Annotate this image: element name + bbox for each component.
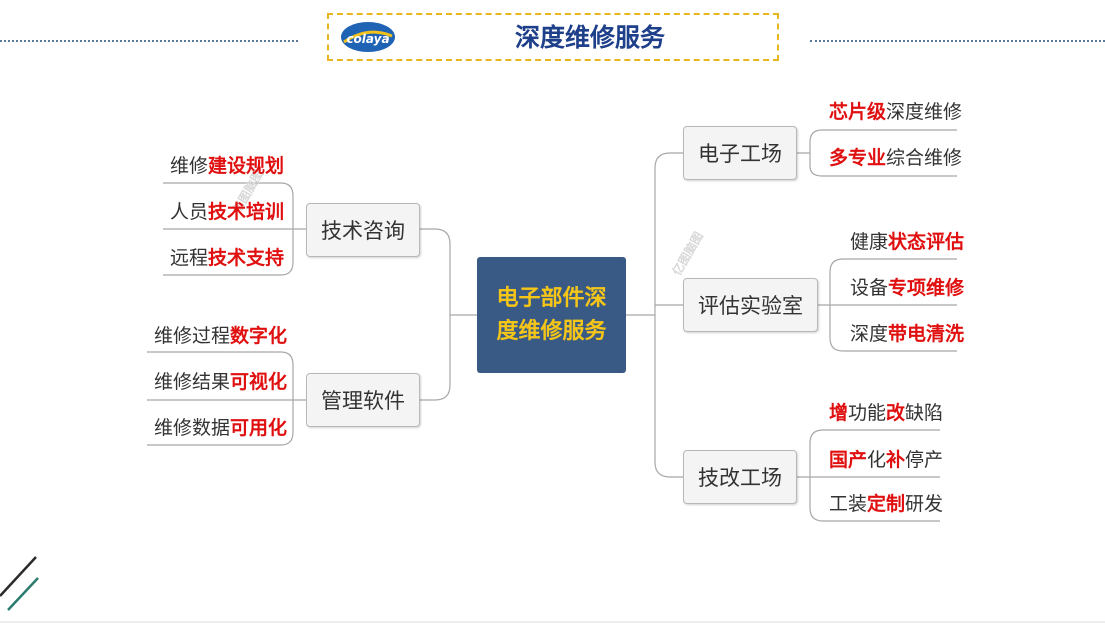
branch-evaluation-lab[interactable]: 评估实验室 — [683, 278, 818, 332]
leaf-process-digitization[interactable]: 维修过程数字化 — [154, 325, 288, 347]
logo-text: colaya — [346, 32, 389, 46]
leaf-health-assessment[interactable]: 健康状态评估 — [850, 231, 965, 253]
leaf-live-cleaning[interactable]: 深度带电清洗 — [850, 323, 965, 345]
leaf-chip-level-repair[interactable]: 芯片级深度维修 — [829, 101, 963, 123]
branch-management-software[interactable]: 管理软件 — [306, 373, 420, 427]
branch-electronics-workshop[interactable]: 电子工场 — [683, 126, 797, 180]
leaf-data-usability[interactable]: 维修数据可用化 — [154, 417, 288, 439]
root-label-line2: 度维修服务 — [496, 319, 607, 344]
branch-technical-modification-workshop[interactable]: 技改工场 — [683, 450, 797, 504]
leaf-localization[interactable]: 国产化补停产 — [829, 449, 944, 471]
header-frame — [327, 13, 779, 61]
root-node[interactable]: 电子部件深 度维修服务 — [477, 257, 626, 373]
leaf-staff-training[interactable]: 人员技术培训 — [170, 201, 285, 223]
header-right-dotted-line — [810, 40, 1105, 42]
page-title: 深度维修服务 — [514, 23, 665, 52]
leaf-maintenance-planning[interactable]: 维修建设规划 — [170, 155, 285, 177]
leaf-feature-enhancement[interactable]: 增功能改缺陷 — [829, 402, 944, 424]
leaf-tooling-development[interactable]: 工装定制研发 — [829, 493, 944, 515]
branch-tech-consulting[interactable]: 技术咨询 — [306, 203, 420, 257]
header-left-dotted-line — [0, 40, 298, 42]
leaf-result-visualization[interactable]: 维修结果可视化 — [154, 371, 288, 393]
colaya-logo: colaya — [341, 22, 395, 52]
leaf-remote-support[interactable]: 远程技术支持 — [170, 247, 285, 269]
root-label-line1: 电子部件深 — [496, 286, 607, 311]
leaf-special-repair[interactable]: 设备专项维修 — [850, 277, 965, 299]
leaf-multi-discipline-repair[interactable]: 多专业综合维修 — [829, 147, 963, 169]
